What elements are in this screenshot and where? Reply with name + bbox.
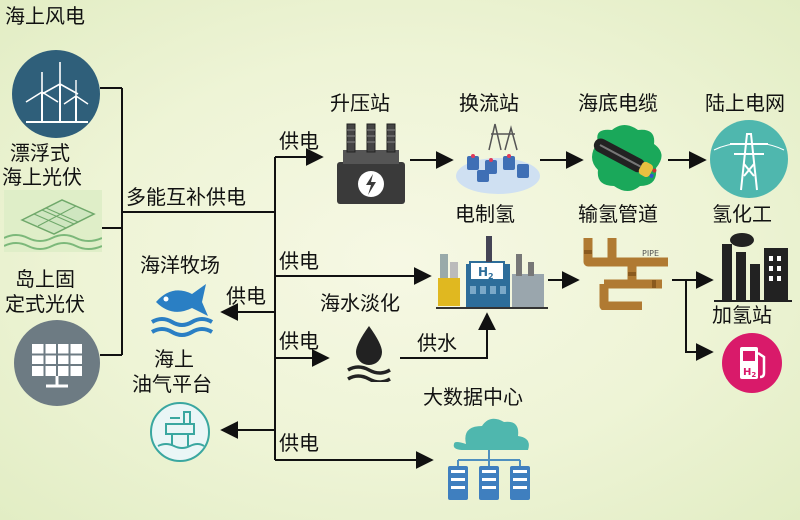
label-hydrogen-chemical: 氢化工 — [712, 202, 772, 226]
label-hydrogen-pipeline: 输氢管道 — [578, 202, 658, 226]
label-floating-pv-2: 海上光伏 — [2, 165, 82, 189]
transformer-icon — [333, 122, 409, 206]
label-power-datacenter: 供电 — [279, 431, 319, 455]
label-power-ranch: 供电 — [226, 284, 266, 308]
solar-panel-icon — [14, 320, 100, 406]
label-power-electrolysis: 供电 — [279, 249, 319, 273]
label-island-pv-1: 岛上固 — [15, 267, 75, 291]
pipe-tag: PIPE — [642, 249, 659, 258]
label-onshore-grid: 陆上电网 — [705, 91, 785, 115]
arrow-pipeline-to-refueling — [685, 280, 714, 361]
oil-platform-icon — [150, 402, 210, 462]
label-island-pv-2: 定式光伏 — [5, 292, 85, 316]
factory-icon — [714, 230, 792, 302]
h2-refuel-icon: H2 — [722, 333, 782, 393]
label-oil-platform-2: 油气平台 — [132, 372, 212, 396]
label-water-supply: 供水 — [417, 331, 457, 355]
floating-pv-icon — [3, 190, 103, 252]
label-power-booster: 供电 — [279, 129, 319, 153]
converter-station-icon — [455, 120, 541, 196]
electrolysis-plant-icon: H2 — [436, 234, 548, 312]
label-converter-station: 换流站 — [459, 91, 519, 115]
water-drop-icon — [344, 324, 394, 384]
h2-symbol-refuel: H2 — [743, 367, 756, 379]
label-electrolysis: 电制氢 — [455, 202, 515, 226]
pipeline-icon: PIPE — [582, 232, 672, 311]
arrow-water-to-electrolysis — [400, 312, 496, 359]
label-desalination: 海水淡化 — [320, 291, 400, 315]
label-power-desal: 供电 — [279, 329, 319, 353]
label-booster-station: 升压站 — [330, 91, 390, 115]
label-multi-energy: 多能互补供电 — [126, 185, 246, 209]
wind-turbine-icon — [12, 50, 100, 138]
subsea-cable-icon — [584, 122, 668, 198]
power-tower-icon — [710, 120, 788, 198]
label-floating-pv-1: 漂浮式 — [10, 141, 70, 165]
cloud-server-icon — [440, 414, 538, 502]
label-offshore-wind: 海上风电 — [5, 4, 85, 28]
label-subsea-cable: 海底电缆 — [578, 91, 658, 115]
label-data-center: 大数据中心 — [423, 385, 523, 409]
label-ocean-ranch: 海洋牧场 — [140, 253, 220, 277]
fish-icon — [148, 280, 216, 340]
label-refueling-station: 加氢站 — [712, 303, 772, 327]
label-oil-platform-1: 海上 — [154, 347, 194, 371]
h2-symbol: H2 — [478, 265, 494, 281]
